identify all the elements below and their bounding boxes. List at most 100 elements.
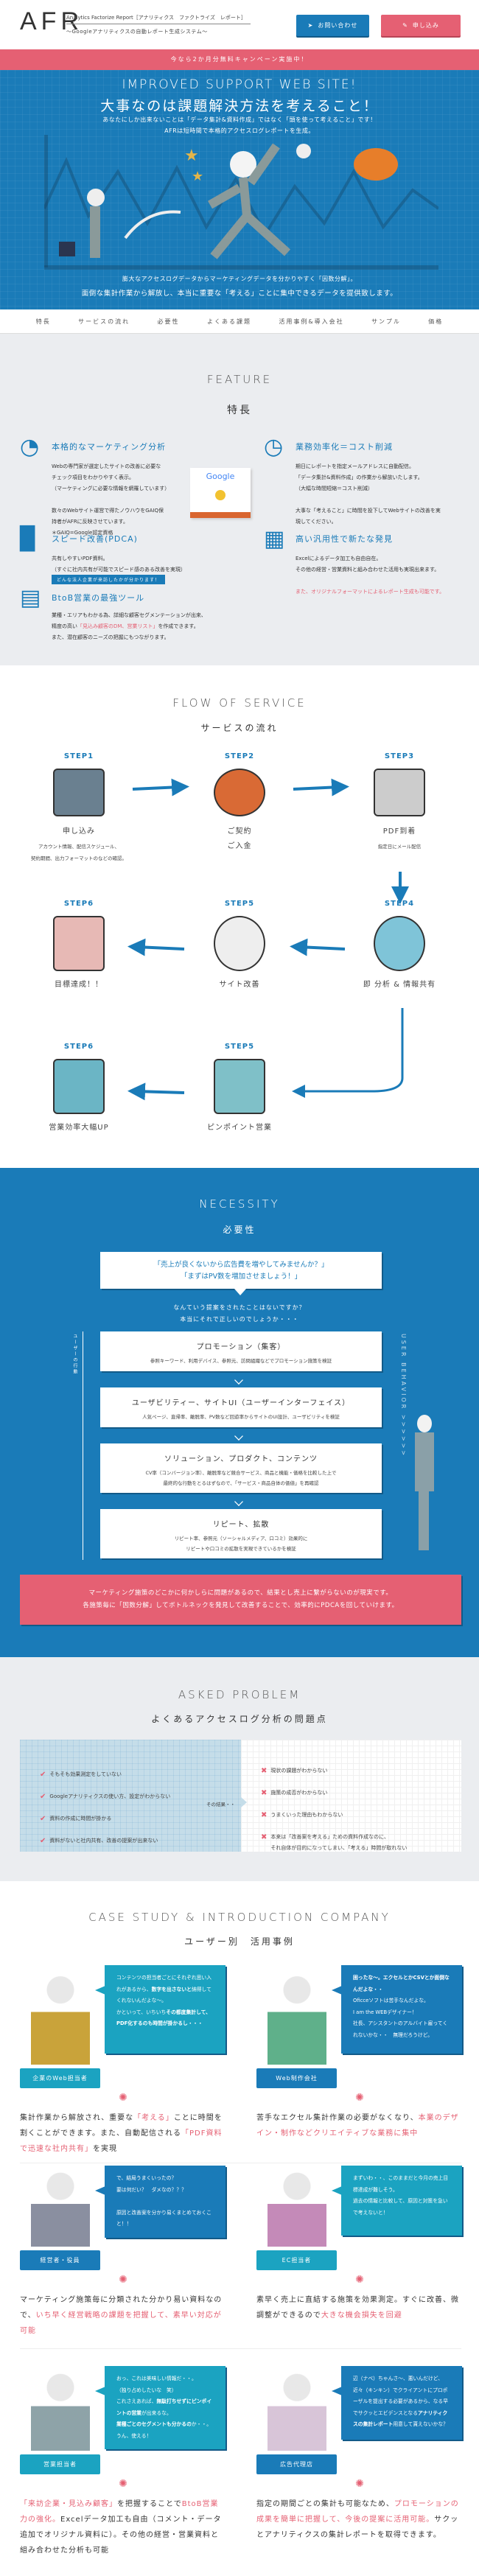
text-segment: その他の経営・営業資料と組み合わせた活用も実現出来ます。: [296, 567, 440, 573]
necessity-english-title: NECESSITY: [199, 1197, 280, 1211]
clock-icon: ◷: [264, 434, 284, 460]
standing-man-illustration: [404, 1415, 441, 1569]
list-icon: ▤: [20, 585, 41, 611]
feature-body-line: また、オリジナルフォーマットによるレポート生成も可能です。: [296, 587, 479, 598]
user-behavior-label-en: USER BEHAVIOR >>>>>>: [400, 1334, 407, 1458]
growth-chart-icon: [53, 1059, 105, 1114]
lightbulb-icon: [214, 916, 265, 971]
text-segment: 指定の期間ごとの集計も可能なため、: [256, 2500, 394, 2508]
problem-result-item: ✖うまくいった理由もわからない: [261, 1810, 343, 1821]
speech-bubble-tail: [95, 2186, 105, 2195]
arrow-icon: [124, 210, 181, 239]
text-segment: Oficceソフトは苦手なんだよな。 I am the WEBデザイナー！ 社長…: [353, 1998, 448, 2038]
seal-icon: [215, 490, 225, 500]
text-segment: 共有しやすいPDF資料。: [52, 556, 108, 561]
problem-result-text: うまくいった理由もわからない: [270, 1812, 343, 1818]
person-illustration: [268, 2169, 326, 2247]
behavior-step-description: リピート率、参照元（ソーシャルメディア、口コミ）効果的に リピートや口コミの拡散…: [174, 1536, 308, 1552]
text-segment: 素早く売上に直結する施策を効果測定。すぐに改善、微調整ができるので: [256, 2296, 459, 2320]
person-illustration: [268, 2370, 326, 2451]
campaign-banner[interactable]: 今なら2か月分無料キャンペーン実施中！: [0, 49, 479, 70]
clipboard-icon: ✎: [402, 22, 408, 29]
check-icon: ✔: [40, 1771, 46, 1779]
behavior-step-heading: ユーザビリティー、サイトUI（ユーザーインターフェイス）: [131, 1399, 351, 1407]
feature-body: 共有しやすいPDF資料。（すぐに社内共有が可能でスピード感のある改善を実現）: [52, 553, 243, 575]
nav-item[interactable]: 必要性: [157, 318, 180, 325]
hero-subtitle-1: あなたにしか出来ないことは「データ集計&資料作成」ではなく「頭を使って考えること…: [102, 116, 377, 123]
nav-item[interactable]: サービスの流れ: [78, 318, 130, 325]
behavior-step-heading: リピート、拡散: [212, 1521, 270, 1529]
nav-item[interactable]: 活用事例&導入会社: [279, 318, 344, 325]
flying-pie-chart-icon: [354, 148, 398, 181]
behavior-step-description: CV率（コンバージョン率）、離脱率など競合サービス、商品と機能・価格を比較した上…: [145, 1470, 337, 1486]
arrow-left-icon: [290, 938, 346, 956]
text-segment: 辺（ナベ）ちゃんさ〜、悪いんだけど、近々（キンキン）でクライアントにプロポーザル…: [353, 2376, 449, 2416]
step-name: 目標達成！！: [55, 981, 103, 989]
feature-body-line: 業種・エリアもわかる為、詳細な顧客セグメンテーションが出来、: [52, 610, 243, 621]
feature-body-line: ＊GAIQ=Google認定資格: [52, 528, 203, 539]
text-segment: まずいわ・・、このままだと今月の売上目標達成が難しそう。 過去の情報と比較して、…: [353, 2175, 449, 2216]
result-arrow-icon: [241, 1797, 247, 1807]
nav-item[interactable]: 価格: [428, 318, 444, 325]
logo-tagline: Analytics Factorize Report［アナリティクス ファクトラ…: [66, 14, 251, 24]
main-nav: 特長 サービスの流れ 必要性 よくある課題 活用事例&導入会社 サンプル 価格: [0, 309, 479, 334]
behavior-step-heading: プロモーション（集客）: [196, 1343, 286, 1351]
logo-subtitle: ～Googleアナリティクスの自動レポート生成システム～: [66, 29, 208, 35]
lightbulb-icon: ✺: [355, 2092, 364, 2104]
text-segment: を実現: [93, 2145, 117, 2153]
question-line-1: なんていう提案をされたことはないですか？: [173, 1304, 306, 1311]
feature-body-line: [296, 494, 479, 505]
flow-english-title: FLOW OF SERVICE: [172, 696, 307, 710]
nav-item[interactable]: 特長: [35, 318, 51, 325]
step-description: 指定日にメール配信: [377, 844, 422, 850]
text-segment: [52, 497, 53, 503]
problem-cause-item: ✔資料がないと社内共有、改善の提案が出来ない: [40, 1835, 158, 1847]
step-name: 営業効率大幅UP: [49, 1124, 109, 1132]
speech-bubble: コンテンツの担当者ごとにそれぞれ思い入れがあるから、数字を出さないと納得してくれ…: [105, 1965, 225, 2054]
feature-title: スピード改善(PDCA): [52, 534, 138, 544]
step-label: STEP5: [224, 900, 255, 908]
person-illustration: [31, 2169, 90, 2247]
persona-label: 経営者・役員: [20, 2250, 100, 2270]
nav-item[interactable]: よくある課題: [206, 318, 251, 325]
feature-title: 本格的なマーケティング分析: [52, 442, 167, 452]
necessity-title: 必要性: [223, 1225, 256, 1235]
necessity-section: NECESSITY 必要性 「売上が良くないから広告費を増やしてみませんか？」 …: [0, 1168, 479, 1657]
problem-result-text: 施策の成否がわからない: [270, 1790, 328, 1796]
persona-label: EC担当者: [256, 2250, 337, 2270]
proposal-quote-box: 「売上が良くないから広告費を増やしてみませんか？」 「まずはPV数を増加させまし…: [100, 1252, 382, 1289]
text-segment: [296, 578, 297, 584]
nav-item[interactable]: サンプル: [371, 318, 401, 325]
text-segment: また、オリジナルフォーマットによるレポート生成も可能です。: [296, 589, 445, 595]
text-segment: ことに時間を割くことができます。また、自動配信される: [20, 2114, 223, 2138]
text-segment: 「PDF資料で迅速な社内共有」: [20, 2129, 223, 2153]
text-segment: ＊GAIQ=Google認定資格: [52, 530, 113, 536]
laptop-icon: [53, 769, 105, 816]
text-segment: チェック項目をわかりやすく表示。: [52, 475, 134, 480]
step-name: ピンポイント営業: [207, 1124, 272, 1132]
speech-bubble-tail: [332, 2387, 342, 2395]
phone-documents-icon: [214, 1059, 265, 1114]
apply-button[interactable]: ✎ 申し込み: [381, 15, 461, 36]
case-result-text: 苦手なエクセル集計作業の必要がなくなり、本業のデザイン・制作などクリエイティブな…: [256, 2110, 461, 2141]
result-arrow-label: その結果・・: [206, 1802, 235, 1807]
case-study-section: CASE STUDY & INTRODUCTION COMPANY ユーザー別 …: [0, 1881, 479, 2576]
problem-cause-text: Googleアナリティクスの使い方、設定がわからない: [49, 1793, 171, 1799]
feature-body-line: チェック項目をわかりやすく表示。: [52, 472, 203, 483]
feature-body-line: 現してください。: [296, 517, 479, 528]
text-segment: プロモーションの成果を簡単に把握して、今後の提案に活用可能。: [256, 2500, 459, 2524]
text-segment: マーケティング施策毎に分類された分かり易い資料なので、: [20, 2296, 223, 2320]
text-segment: 大事な「考えること」に時間を投下してWebサイトの改善を実: [296, 508, 441, 514]
case-result-text: 集計作業から解放され、重要な「考える」ことに時間を割くことができます。また、自動…: [20, 2110, 225, 2157]
feature-body-line: 期日にレポートを指定メールアドレスに自動配信。: [296, 461, 479, 472]
speech-bubble-tail: [95, 2387, 105, 2395]
lightbulb-icon: ✺: [355, 2478, 364, 2490]
chevron-down-icon: [234, 1376, 243, 1385]
afr-logo[interactable]: AFR: [20, 7, 83, 35]
contact-button[interactable]: ➤ お問い合わせ: [296, 15, 369, 36]
behavior-step-description: 人気ページ、直帰率、離脱率、PV数など回遊率からサイトのUI設計、ユーザビリティ…: [142, 1414, 340, 1420]
feature-title: 高い汎用性で新たな発見: [296, 534, 393, 544]
pie-chart-icon: ◔: [20, 434, 40, 460]
text-segment: また、潜在顧客のニーズの把握にもつながります。: [52, 634, 169, 640]
